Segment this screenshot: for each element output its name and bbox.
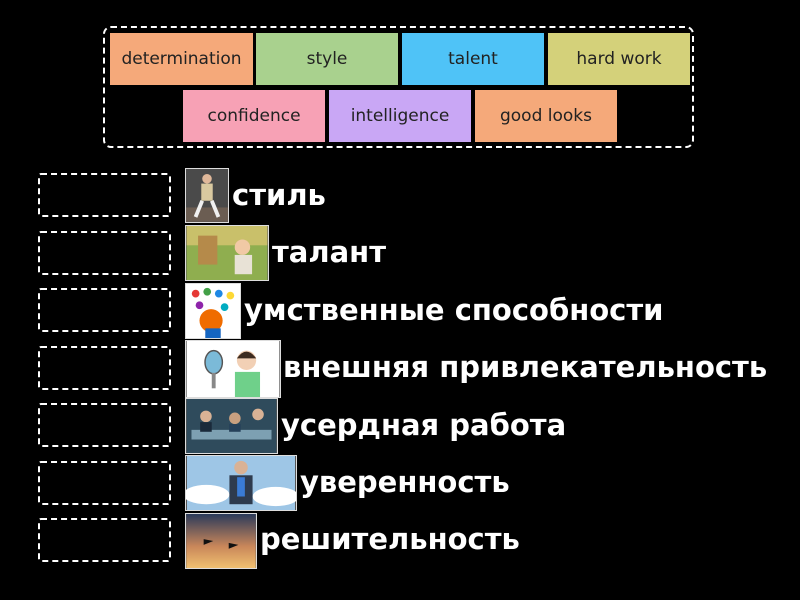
row-label-5: усердная работа bbox=[281, 408, 567, 442]
brain-ideas-illustration bbox=[185, 283, 241, 339]
word-bank bbox=[103, 26, 694, 148]
row-label-3: умственные способности bbox=[244, 293, 664, 327]
child-painting-photo bbox=[185, 225, 269, 281]
tile-talent[interactable]: talent bbox=[402, 33, 544, 85]
tile-intelligence[interactable]: intelligence bbox=[329, 90, 471, 142]
tile-good-looks[interactable]: good looks bbox=[475, 90, 617, 142]
tile-hard-work[interactable]: hard work bbox=[548, 33, 690, 85]
row-label-7: решительность bbox=[260, 522, 520, 556]
drop-slot-3[interactable] bbox=[38, 288, 171, 332]
office-workers-photo bbox=[185, 398, 278, 454]
row-label-1: стиль bbox=[232, 178, 326, 212]
superhero-businessman-photo bbox=[185, 455, 297, 511]
woman-mirror-illustration bbox=[185, 340, 281, 398]
drop-slot-4[interactable] bbox=[38, 346, 171, 390]
drop-slot-5[interactable] bbox=[38, 403, 171, 447]
drop-slot-7[interactable] bbox=[38, 518, 171, 562]
person-stylish-photo bbox=[185, 168, 229, 223]
skydivers-sunset-photo bbox=[185, 513, 257, 569]
tile-determination[interactable]: determination bbox=[110, 33, 253, 85]
drop-slot-6[interactable] bbox=[38, 461, 171, 505]
row-label-4: внешняя привлекательность bbox=[283, 350, 768, 384]
tile-style[interactable]: style bbox=[256, 33, 398, 85]
row-label-2: талант bbox=[272, 235, 387, 269]
drop-slot-1[interactable] bbox=[38, 173, 171, 217]
tile-confidence[interactable]: confidence bbox=[183, 90, 325, 142]
row-label-6: уверенность bbox=[300, 465, 510, 499]
drop-slot-2[interactable] bbox=[38, 231, 171, 275]
